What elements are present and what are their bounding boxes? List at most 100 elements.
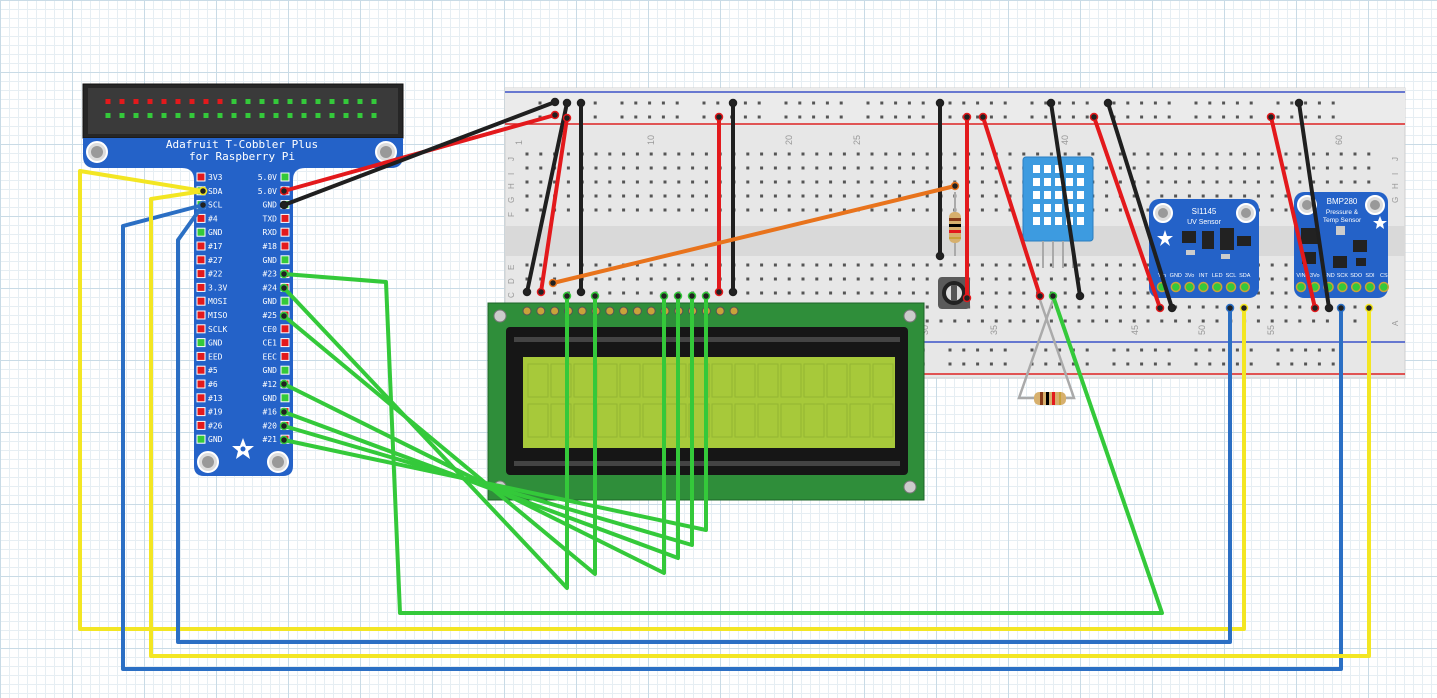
- wire-red: [1269, 115, 1317, 310]
- bb-hole: [980, 152, 984, 156]
- bb-hole: [1160, 319, 1164, 323]
- bb-hole: [691, 152, 695, 156]
- bb-hole: [704, 166, 708, 170]
- pin-pad: [196, 365, 206, 375]
- bb-hole: [594, 166, 598, 170]
- wire-end: [550, 110, 560, 120]
- bb-hole: [856, 180, 860, 184]
- lcd-char-cell: [780, 403, 802, 438]
- bb-hole: [787, 263, 791, 267]
- rail-hole: [1167, 362, 1171, 366]
- bb-hole: [1063, 263, 1067, 267]
- pin-label: GND: [263, 394, 278, 403]
- uv-sensor-title: SI1145: [1192, 207, 1217, 216]
- pin-label: #27: [208, 256, 223, 265]
- bb-hole: [1008, 277, 1012, 281]
- rail-hole: [538, 101, 542, 105]
- wire-green: [282, 294, 666, 575]
- bb-hole: [1201, 319, 1205, 323]
- pin-label: #12: [263, 380, 278, 389]
- bb-hole: [691, 180, 695, 184]
- wire-end: [576, 98, 586, 108]
- bb-hole: [1215, 152, 1219, 156]
- bb-hole: [842, 152, 846, 156]
- rail-hole: [976, 115, 980, 119]
- rail-hole: [1085, 115, 1089, 119]
- rail-hole: [634, 101, 638, 105]
- pin-label: 3V3: [208, 173, 223, 182]
- rail-hole: [1331, 101, 1335, 105]
- row-letter: I: [1391, 173, 1400, 175]
- row-letter: G: [1391, 197, 1400, 203]
- bb-hole: [1201, 194, 1205, 198]
- row-letter: E: [507, 265, 516, 270]
- rail-hole: [948, 115, 952, 119]
- pin-pad: [280, 255, 290, 265]
- bb-hole: [539, 166, 543, 170]
- rail-hole: [880, 101, 884, 105]
- bb-hole: [925, 180, 929, 184]
- rail-hole: [1276, 101, 1280, 105]
- rail-hole: [976, 348, 980, 352]
- bb-hole: [1118, 152, 1122, 156]
- bb-hole: [925, 291, 929, 295]
- bb-hole: [1160, 166, 1164, 170]
- dht-vent: [1044, 191, 1051, 199]
- bb-hole: [773, 263, 777, 267]
- dht-vent: [1033, 217, 1040, 225]
- bb-hole: [801, 263, 805, 267]
- pin-pad: [280, 365, 290, 375]
- bb-hole: [635, 180, 639, 184]
- bb-hole: [773, 152, 777, 156]
- dht-vent: [1033, 165, 1040, 173]
- lcd-char-cell: [527, 403, 549, 438]
- row-letter: J: [507, 157, 516, 161]
- bb-hole: [1256, 291, 1260, 295]
- bb-hole: [1256, 152, 1260, 156]
- bb-hole: [1077, 263, 1081, 267]
- rail-hole: [661, 115, 665, 119]
- bb-hole: [884, 277, 888, 281]
- bb-hole: [1146, 194, 1150, 198]
- bb-hole: [1298, 166, 1302, 170]
- bb-hole: [898, 152, 902, 156]
- bb-hole: [539, 194, 543, 198]
- rail-hole: [798, 115, 802, 119]
- lcd-char-cell: [826, 403, 848, 438]
- bb-hole: [1270, 166, 1274, 170]
- bb-hole: [842, 263, 846, 267]
- bb-hole: [815, 194, 819, 198]
- bb-hole: [1174, 194, 1178, 198]
- wire-end: [198, 186, 208, 196]
- bb-hole: [553, 263, 557, 267]
- bb-hole: [1036, 263, 1040, 267]
- bb-hole: [1353, 152, 1357, 156]
- pin-label: MISO: [208, 311, 227, 320]
- rail-hole: [989, 348, 993, 352]
- pin-pad: [196, 379, 206, 389]
- header-pin: [203, 99, 209, 104]
- bb-hole: [1256, 319, 1260, 323]
- rail-hole: [825, 101, 829, 105]
- wire-end: [978, 112, 988, 122]
- bb-hole: [746, 152, 750, 156]
- bb-hole: [787, 152, 791, 156]
- bb-hole: [1312, 180, 1316, 184]
- bb-hole: [691, 263, 695, 267]
- rail-hole: [1153, 115, 1157, 119]
- wire-end: [1336, 303, 1346, 313]
- bb-hole: [801, 208, 805, 212]
- bb-hole: [870, 152, 874, 156]
- dht-vent: [1055, 178, 1062, 186]
- bb-hole: [594, 152, 598, 156]
- pin-pad: [196, 255, 206, 265]
- wire-red: [981, 115, 1042, 298]
- row-letter: G: [507, 197, 516, 203]
- rail-hole: [1071, 362, 1075, 366]
- bb-hole: [1105, 277, 1109, 281]
- wire-blue: [176, 203, 1232, 644]
- col-number: 45: [1130, 325, 1140, 335]
- lcd-pin: [729, 306, 739, 316]
- pin-label: 5.0V: [258, 187, 277, 196]
- wire-end: [279, 269, 289, 279]
